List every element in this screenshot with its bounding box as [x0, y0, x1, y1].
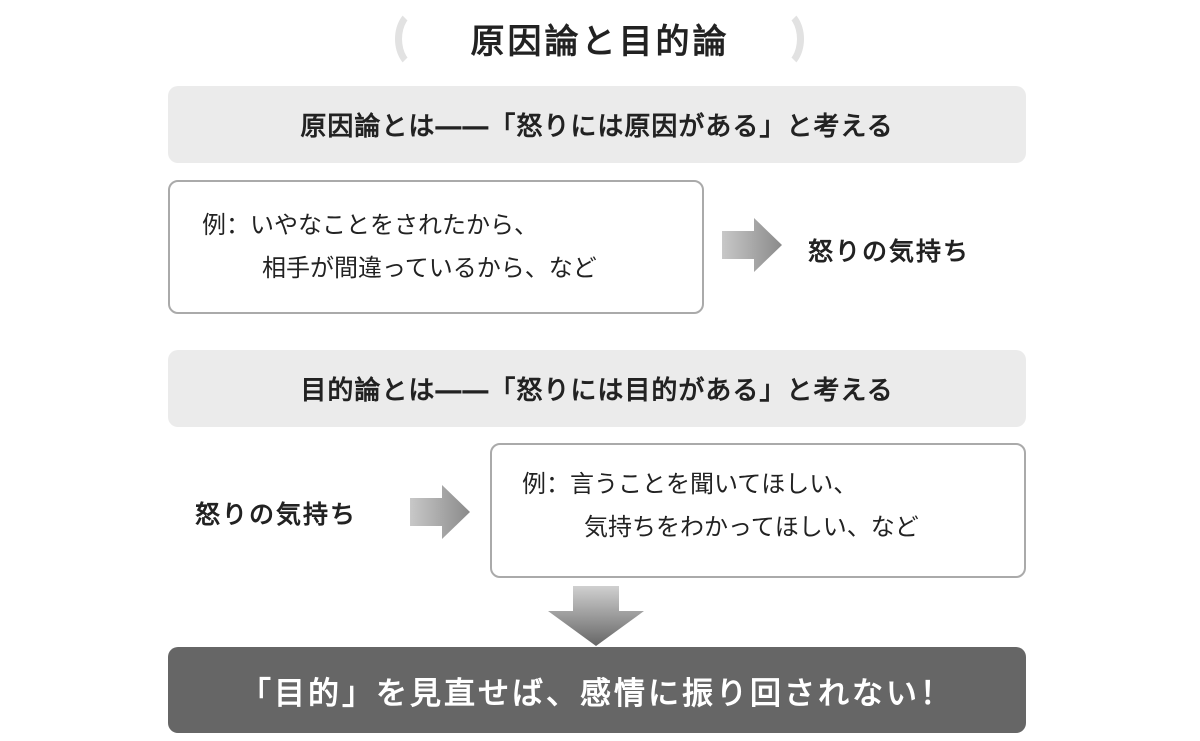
diagram-title: 原因論と目的論 [470, 22, 730, 62]
example-line: 言うことを聞いてほしい、 [570, 470, 858, 498]
conclusion-banner: 「目的」を見直せば、感情に振り回されない！ [168, 647, 1026, 733]
cause-example-box: 例：いやなことをされたから、 相手が間違っているから、など [168, 180, 704, 314]
example-prefix: 例： [202, 211, 250, 239]
cause-heading: 原因論とは――「怒りには原因がある」と考える [168, 86, 1026, 163]
example-prefix: 例： [522, 470, 570, 498]
right-arrow-icon [410, 485, 470, 539]
example-line: 気持ちをわかってほしい、など [584, 513, 919, 541]
example-line: 相手が間違っているから、など [262, 254, 597, 282]
title-bracket-right [760, 8, 804, 70]
purpose-source: 怒りの気持ち [195, 500, 358, 529]
purpose-heading: 目的論とは――「怒りには目的がある」と考える [168, 350, 1026, 427]
down-arrow-icon [548, 586, 644, 646]
example-line: いやなことをされたから、 [250, 211, 538, 239]
right-arrow-icon [722, 218, 782, 272]
purpose-example-box: 例：言うことを聞いてほしい、 気持ちをわかってほしい、など [490, 443, 1026, 578]
title-bracket-left [395, 8, 439, 70]
cause-result: 怒りの気持ち [808, 237, 971, 266]
